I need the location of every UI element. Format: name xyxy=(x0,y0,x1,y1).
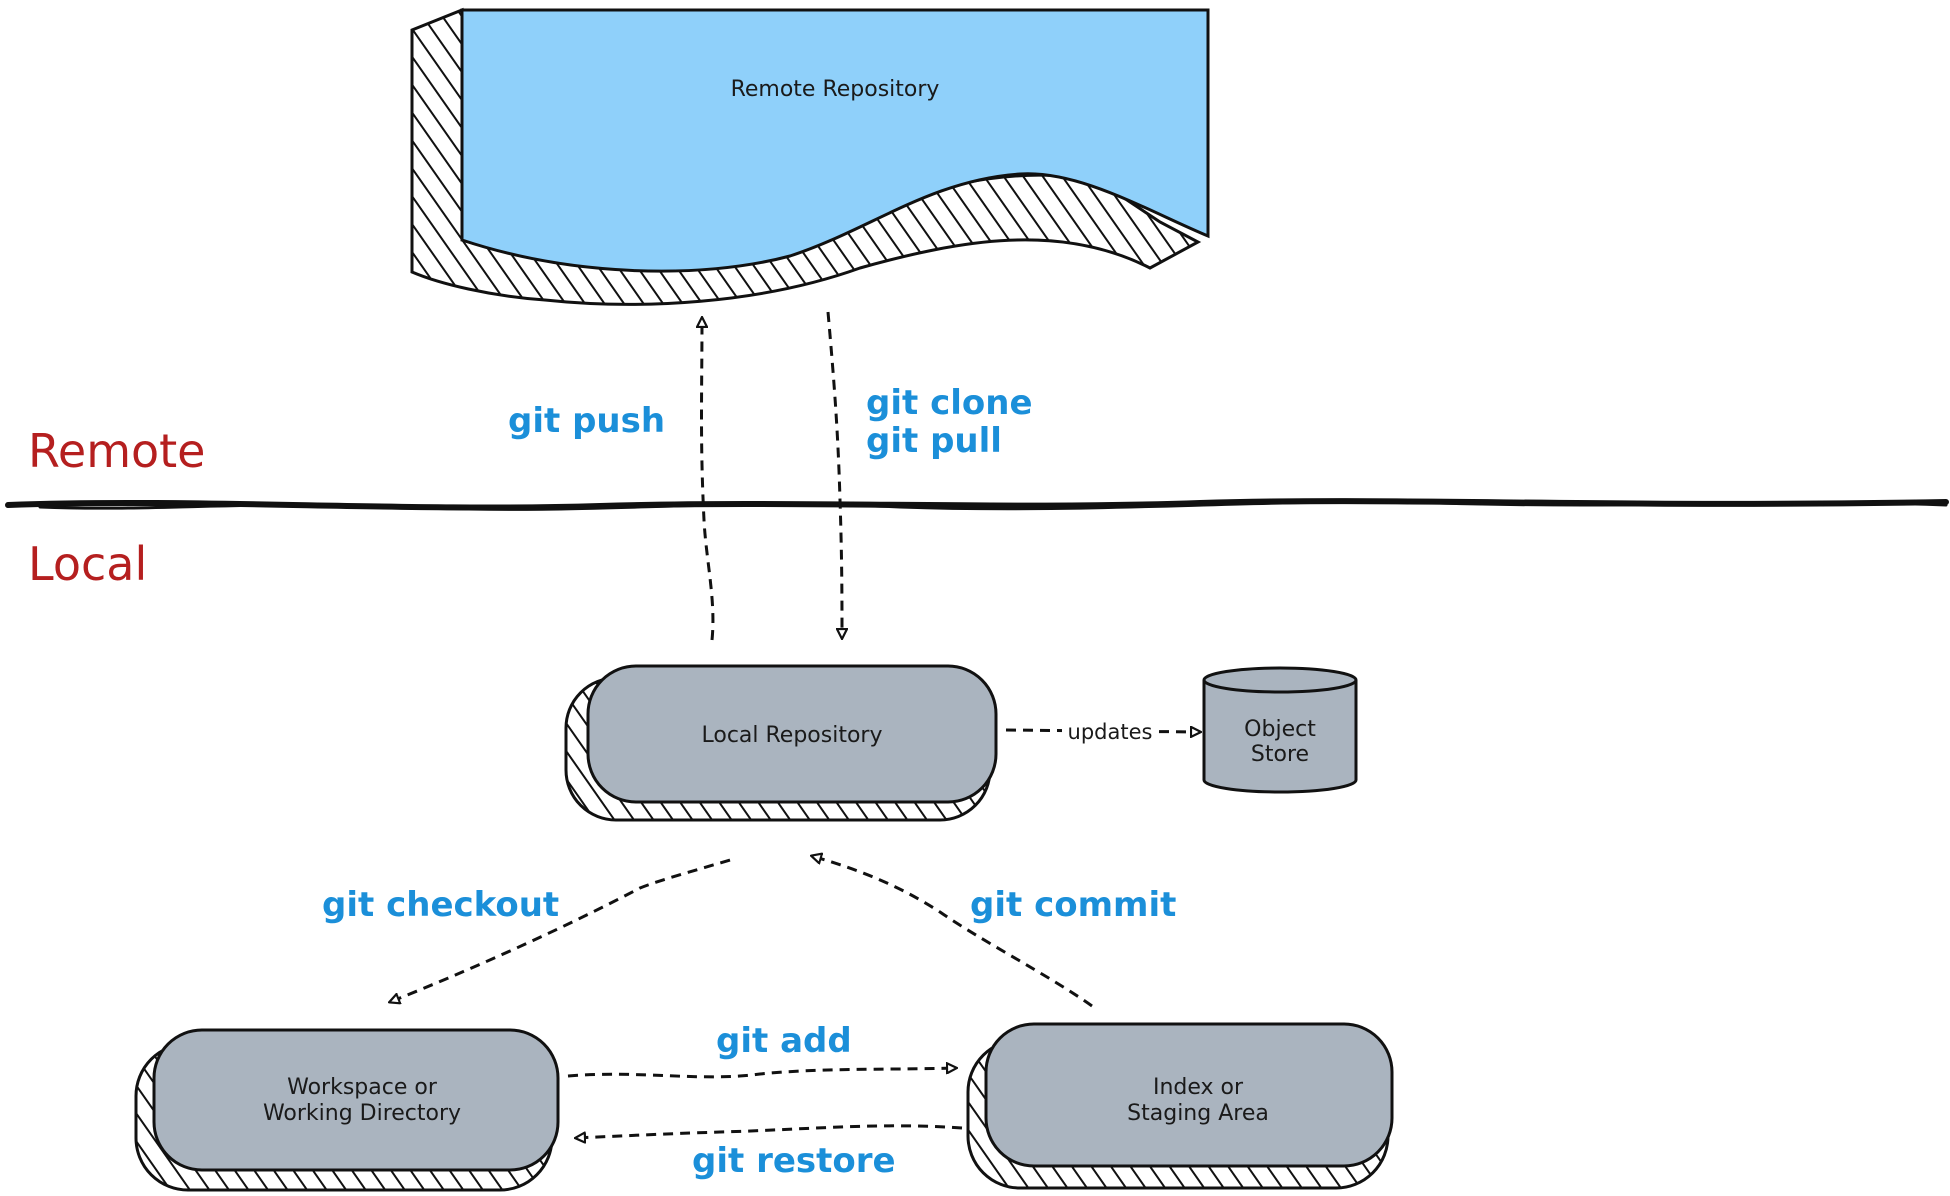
index-node: Index or Staging Area xyxy=(966,1022,1394,1190)
object-store-body xyxy=(1202,680,1358,794)
index-label-line2: Staging Area xyxy=(1127,1101,1269,1126)
git-pull-label: git pull xyxy=(866,421,1002,461)
git-clone-label: git clone xyxy=(866,383,1033,423)
git-checkout-arrow xyxy=(390,858,731,1002)
zone-label-local: Local xyxy=(28,537,147,591)
git-clone-pull-arrow xyxy=(826,311,842,638)
object-store-node: Object Store xyxy=(1202,666,1358,794)
local-repository-label: Local Repository xyxy=(702,723,883,748)
remote-repository-shape xyxy=(460,8,1210,273)
updates-arrow xyxy=(1005,730,1200,732)
local-repository-shape xyxy=(586,664,998,804)
object-store-label-line1: Object xyxy=(1244,717,1316,742)
workspace-label-line1: Workspace or xyxy=(287,1075,438,1100)
index-shape xyxy=(984,1022,1394,1168)
git-add-arrow xyxy=(567,1068,956,1079)
git-restore-arrow xyxy=(576,1124,963,1138)
git-push-label: git push xyxy=(508,401,665,441)
remote-repository-node: Remote Repository xyxy=(410,7,1210,306)
zone-label-remote: Remote xyxy=(28,424,206,478)
object-store-label-line2: Store xyxy=(1251,742,1309,767)
git-commit-label: git commit xyxy=(970,885,1176,925)
remote-local-boundary-line xyxy=(5,498,1949,511)
workspace-shape xyxy=(152,1028,560,1172)
git-commit-arrow xyxy=(812,856,1093,1008)
updates-label: updates xyxy=(1068,720,1153,744)
index-label-line1: Index or xyxy=(1153,1075,1244,1100)
remote-repository-label: Remote Repository xyxy=(731,77,940,102)
object-store-top xyxy=(1202,666,1358,694)
workspace-node: Workspace or Working Directory xyxy=(134,1028,560,1192)
git-checkout-label: git checkout xyxy=(322,885,559,925)
git-add-label: git add xyxy=(716,1021,852,1061)
workspace-label-line2: Working Directory xyxy=(263,1101,461,1126)
updates-label-bg xyxy=(1062,716,1158,746)
git-push-arrow xyxy=(702,318,715,641)
git-restore-label: git restore xyxy=(692,1141,896,1181)
local-repository-node: Local Repository xyxy=(564,664,998,822)
